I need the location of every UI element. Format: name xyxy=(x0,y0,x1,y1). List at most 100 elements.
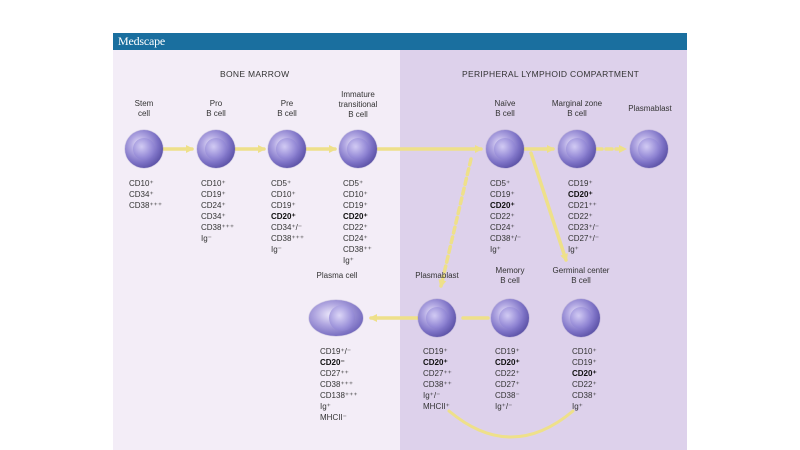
marker: CD10⁺ xyxy=(271,190,296,199)
pro-b-cell xyxy=(197,130,235,168)
germinal-markers: CD10⁺ CD19⁺ CD20⁺ CD22⁺ CD38⁺ Ig⁺ xyxy=(572,346,597,412)
marker: CD38⁺⁺⁺ xyxy=(129,201,163,210)
arrow-memory-loop xyxy=(447,409,575,439)
marker: CD19⁺/⁻ xyxy=(320,347,352,356)
plasmablast-bottom-cell xyxy=(418,299,456,337)
marker: CD10⁺ xyxy=(129,179,154,188)
marker: CD19⁺ xyxy=(572,358,597,367)
marker: CD5⁺ xyxy=(343,179,364,188)
stem-cell xyxy=(125,130,163,168)
marker: CD19⁺ xyxy=(568,179,593,188)
marker-bold: CD20⁻ xyxy=(320,358,345,367)
marker: CD138⁺⁺⁺ xyxy=(320,391,358,400)
marker: CD19⁺ xyxy=(271,201,296,210)
marker-bold: CD20⁺ xyxy=(568,190,593,199)
marker: CD34⁺ xyxy=(129,190,154,199)
marker: CD27⁺⁺ xyxy=(423,369,452,378)
marker: CD5⁺ xyxy=(490,179,511,188)
marker: Ig⁺ xyxy=(320,402,331,411)
diagram-frame: Medscape BONE MARROW PERIPHERAL LYMPHOID… xyxy=(113,33,687,450)
marker: CD34⁺/⁻ xyxy=(271,223,303,232)
naive-markers: CD5⁺ CD19⁺ CD20⁺ CD22⁺ CD24⁺ CD38⁺/⁻ Ig⁺ xyxy=(490,178,521,255)
pathway-arrows xyxy=(161,145,627,439)
arrow-naive-to-plasmablast xyxy=(438,157,473,288)
marginal-zone-b-cell xyxy=(558,130,596,168)
marker: CD38⁺⁺⁺ xyxy=(271,234,305,243)
marker-bold: CD20⁺ xyxy=(343,212,368,221)
marker: MHCII⁺ xyxy=(423,402,450,411)
marker: CD19⁺ xyxy=(490,190,515,199)
marker: CD10⁺ xyxy=(572,347,597,356)
marker: CD24⁺ xyxy=(490,223,515,232)
naive-b-cell xyxy=(486,130,524,168)
marker: Ig⁺/⁻ xyxy=(495,402,513,411)
marker: CD19⁺ xyxy=(343,201,368,210)
marker-bold: CD20⁺ xyxy=(423,358,448,367)
marker: CD38⁺⁺⁺ xyxy=(320,380,354,389)
stem-markers: CD10⁺ CD34⁺ CD38⁺⁺⁺ xyxy=(129,178,162,211)
medscape-logo: Medscape xyxy=(118,34,166,48)
pre-b-markers: CD5⁺ CD10⁺ CD19⁺ CD20⁺ CD34⁺/⁻ CD38⁺⁺⁺ I… xyxy=(271,178,304,255)
marker: CD24⁺ xyxy=(343,234,368,243)
memory-b-cell xyxy=(491,299,529,337)
marginal-markers: CD19⁺ CD20⁺ CD21⁺⁺ CD22⁺ CD23⁺/⁻ CD27⁺/⁻… xyxy=(568,178,599,255)
marker: Ig⁺ xyxy=(568,245,579,254)
marker-bold: CD20⁺ xyxy=(572,369,597,378)
marker: CD23⁺/⁻ xyxy=(568,223,600,232)
marker: Ig⁺ xyxy=(490,245,501,254)
pre-b-cell xyxy=(268,130,306,168)
immature-b-cell xyxy=(339,130,377,168)
marker: CD22⁺ xyxy=(343,223,368,232)
plasmablast-top-label: Plasmablast xyxy=(628,104,672,113)
marker: CD22⁺ xyxy=(572,380,597,389)
marker: Ig⁺/⁻ xyxy=(423,391,441,400)
marker: CD5⁺ xyxy=(271,179,292,188)
marker: CD22⁺ xyxy=(490,212,515,221)
plasmablast-top-cell xyxy=(630,130,668,168)
marker: CD19⁺ xyxy=(423,347,448,356)
arrow-naive-to-germinal xyxy=(529,151,568,262)
bone-marrow-title: BONE MARROW xyxy=(220,69,290,79)
marker: CD19⁺ xyxy=(201,190,226,199)
marker: MHCII⁻ xyxy=(320,413,347,422)
marker: CD34⁺ xyxy=(201,212,226,221)
marker: CD22⁺ xyxy=(568,212,593,221)
marker: CD22⁺ xyxy=(495,369,520,378)
marker: Ig⁻ xyxy=(201,234,212,243)
marker: CD27⁺⁺ xyxy=(320,369,349,378)
plasma-cell xyxy=(309,300,363,336)
plasma-label: Plasma cell xyxy=(316,271,358,280)
marker: CD38⁺ xyxy=(572,391,597,400)
marker: CD27⁺/⁻ xyxy=(568,234,600,243)
marker: Ig⁺ xyxy=(343,256,354,265)
memory-markers: CD19⁺ CD20⁺ CD22⁺ CD27⁺ CD38⁻ Ig⁺/⁻ xyxy=(495,346,520,412)
marker-bold: CD20⁺ xyxy=(495,358,520,367)
marker: CD21⁺⁺ xyxy=(568,201,597,210)
marker: CD10⁺ xyxy=(201,179,226,188)
marker: CD24⁺ xyxy=(201,201,226,210)
marker: Ig⁻ xyxy=(271,245,282,254)
marker: CD38⁻ xyxy=(495,391,520,400)
marker: CD27⁺ xyxy=(495,380,520,389)
marker: CD19⁺ xyxy=(495,347,520,356)
marker: CD38⁺/⁻ xyxy=(490,234,522,243)
peripheral-title: PERIPHERAL LYMPHOID COMPARTMENT xyxy=(462,69,640,79)
plasmablast-bottom-markers: CD19⁺ CD20⁺ CD27⁺⁺ CD38⁺⁺ Ig⁺/⁻ MHCII⁺ xyxy=(423,346,452,412)
marker-bold: CD20⁺ xyxy=(271,212,296,221)
germinal-center-b-cell xyxy=(562,299,600,337)
immature-markers: CD5⁺ CD10⁺ CD19⁺ CD20⁺ CD22⁺ CD24⁺ CD38⁺… xyxy=(343,178,372,266)
plasmablast-bottom-label: Plasmablast xyxy=(415,271,459,280)
header-bar: Medscape xyxy=(113,33,687,50)
bone-marrow-panel xyxy=(113,50,400,450)
marker: Ig⁺ xyxy=(572,402,583,411)
marker: CD10⁺ xyxy=(343,190,368,199)
marker: CD38⁺⁺ xyxy=(343,245,372,254)
marker-bold: CD20⁺ xyxy=(490,201,515,210)
